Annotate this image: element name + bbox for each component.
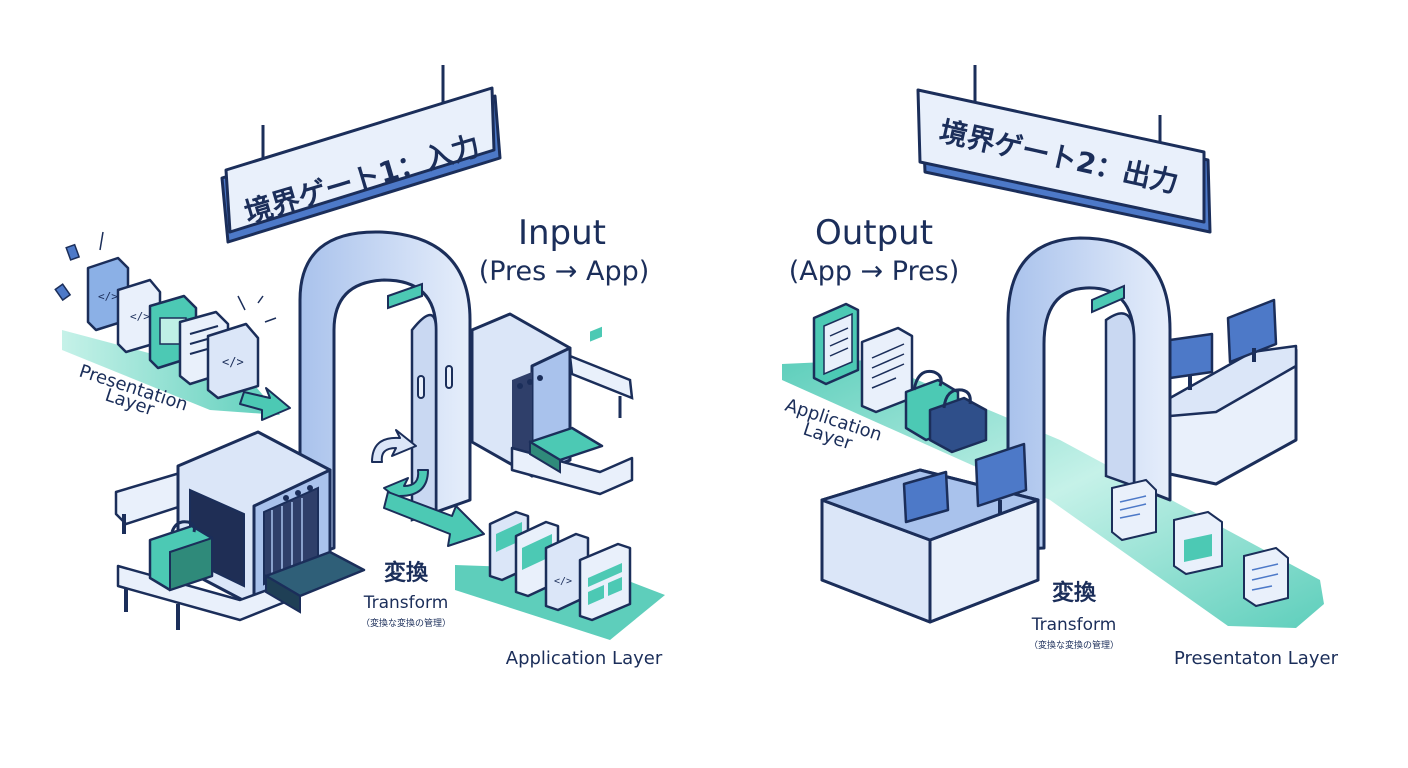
gate2-subtitle: (App → Pres) (789, 256, 960, 287)
gate1-scene: 境界ゲート1：入力 </> </> (54, 65, 665, 669)
monitor-icon (902, 470, 950, 524)
window-icon (578, 326, 632, 622)
svg-text:</>: </> (554, 576, 572, 587)
gate1-transform-en: Transform (363, 593, 449, 613)
gate1-transform-ja: 変換 (384, 560, 429, 586)
gate2-transform-note: （変換な変換の管理） (1029, 639, 1119, 651)
gate2-title: Output (815, 213, 933, 253)
gate2-documents (812, 302, 988, 454)
svg-text:</>: </> (130, 310, 150, 323)
luggage-icon (148, 520, 214, 592)
gate2-target-layer: Presentaton Layer (1174, 648, 1339, 669)
document-icon (1111, 478, 1157, 542)
output-windows: </> (488, 326, 632, 622)
monitor-icon (974, 442, 1028, 514)
gate1-target-layer: Application Layer (506, 648, 663, 669)
code-file-icon: </> (206, 322, 260, 400)
gate1-sign: 境界ゲート1：入力 (220, 65, 502, 244)
document-icon (860, 326, 914, 414)
gate1-transform-note: （変換な変換の管理） (361, 617, 451, 629)
gate2-sign: 境界ゲート2：出力 (916, 65, 1212, 234)
monitor-icon (1226, 298, 1278, 364)
svg-text:</>: </> (222, 355, 244, 369)
document-icon (812, 302, 860, 386)
transform-arrow-icon (383, 491, 485, 547)
document-icon (1243, 546, 1289, 608)
gate2-output-documents (1111, 478, 1289, 608)
gate2-scene: 境界ゲート2：出力 (782, 65, 1339, 669)
input-documents: </> </> </> (86, 256, 260, 400)
document-icon (1173, 510, 1223, 576)
luggage-icon (928, 388, 988, 454)
gate2-arch (1006, 236, 1172, 552)
gate1-subtitle: (Pres → App) (479, 256, 650, 287)
monitor-icon (1168, 332, 1214, 390)
spark-icon (54, 231, 277, 323)
arrow-into-gate-icon (239, 387, 291, 421)
front-desk (820, 442, 1040, 624)
back-desk (1168, 298, 1298, 486)
svg-text:</>: </> (98, 290, 118, 303)
gate2-transform-en: Transform (1031, 615, 1117, 635)
gate2-transform-ja: 変換 (1052, 580, 1097, 606)
gate1-title: Input (518, 213, 606, 253)
xray-machine-back (470, 312, 634, 496)
